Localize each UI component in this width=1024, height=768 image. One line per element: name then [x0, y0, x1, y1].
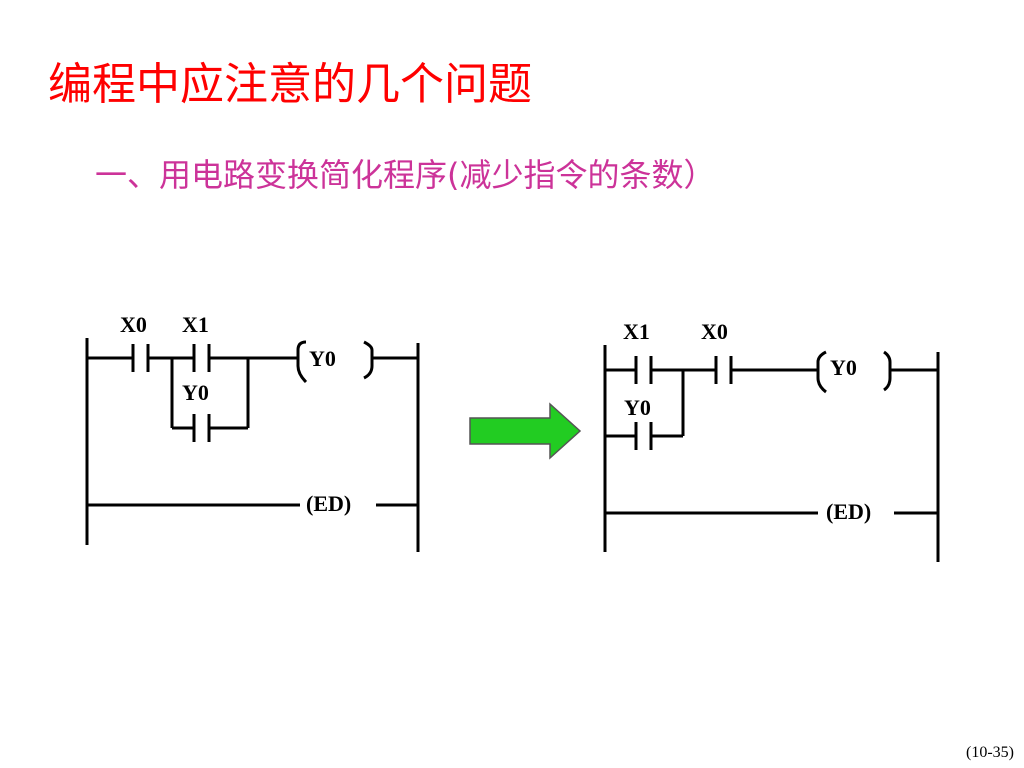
right-label-y0-parallel: Y0 [624, 395, 651, 420]
left-label-x0: X0 [120, 312, 147, 337]
left-label-x1: X1 [182, 312, 209, 337]
right-label-x1: X1 [623, 319, 650, 344]
slide-title: 编程中应注意的几个问题 [48, 59, 532, 110]
coil-y0 [296, 340, 374, 384]
contact-x0 [714, 356, 733, 384]
left-label-end: (ED) [306, 491, 351, 516]
page-number: (10-35) [966, 744, 1014, 761]
contact-x1 [192, 344, 211, 372]
contact-x1 [634, 356, 653, 384]
right-label-x0: X0 [701, 319, 728, 344]
slide-subtitle: 一、用电路变换简化程序(减少指令的条数） [95, 156, 716, 194]
contact-y0-parallel [192, 414, 211, 442]
contact-x0 [131, 344, 150, 372]
left-label-y0-parallel: Y0 [182, 380, 209, 405]
transform-arrow [469, 402, 582, 460]
right-label-coil: Y0 [830, 355, 857, 380]
contact-y0-parallel [634, 422, 653, 450]
left-label-coil: Y0 [309, 346, 336, 371]
left-ladder-diagram [85, 338, 420, 552]
right-ladder-diagram [603, 345, 940, 562]
right-label-end: (ED) [826, 499, 871, 524]
coil-y0 [816, 350, 892, 394]
